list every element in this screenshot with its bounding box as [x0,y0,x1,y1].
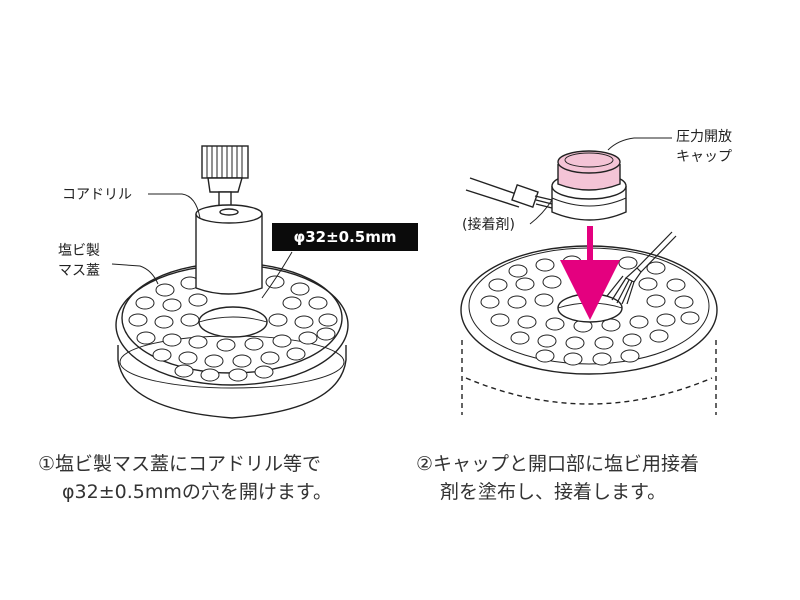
pvc-lid-label-line1: 塩ビ製 [58,243,100,259]
hole-diameter-label: φ32±0.5mm [272,223,418,251]
pressure-cap-label-line2: キャップ [676,149,732,165]
cap-cable [465,177,553,209]
pressure-release-cap [551,150,627,221]
opening-right [557,293,623,323]
drilled-hole [198,306,268,338]
step1-caption-line1: ①塩ビ製マス蓋にコアドリル等で [38,453,322,475]
adhesive-label: (接着剤) [462,217,515,233]
step2-caption-line1: ②キャップと開口部に塩ビ用接着 [416,453,700,475]
pvc-lid-label-line2: マス蓋 [58,263,100,279]
core-drill-label: コアドリル [62,187,132,203]
step2-caption-line2: 剤を塗布し、接着します。 [440,481,667,503]
leader-lines-right [529,137,672,225]
lid-holes-right [480,255,700,366]
core-drill [195,145,263,295]
leader-lines-left [111,193,293,299]
step1-caption-line2: φ32±0.5mmの穴を開けます。 [62,481,332,503]
lid-holes-left [128,273,338,382]
pressure-cap-label-line1: 圧力開放 [676,129,732,145]
